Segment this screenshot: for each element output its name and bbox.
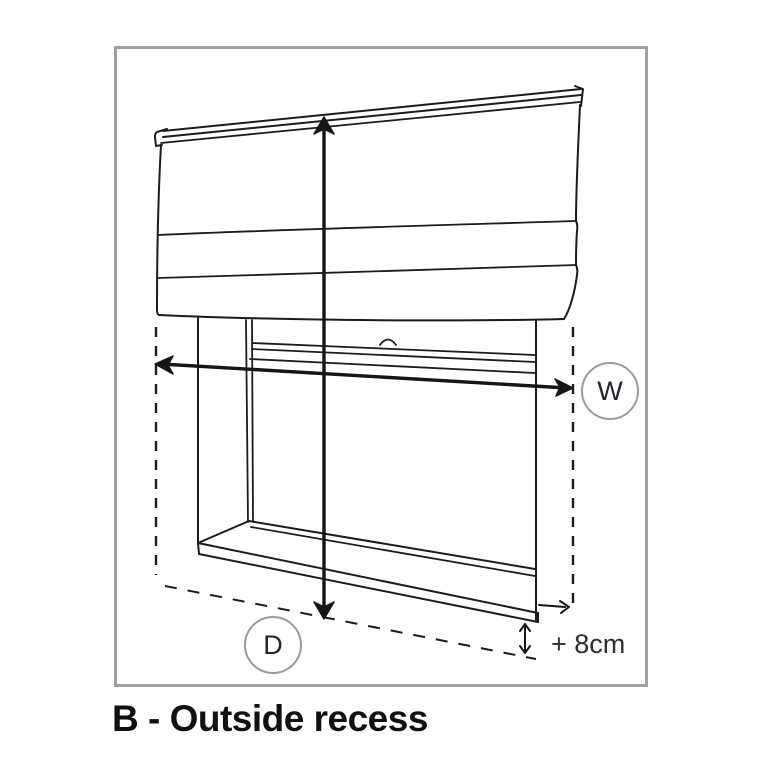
diagram-title: B - Outside recess bbox=[112, 698, 428, 739]
window-handle-icon bbox=[379, 338, 397, 346]
drop-label: D bbox=[263, 629, 283, 660]
drop-label-badge: D bbox=[244, 616, 302, 674]
headrail-right-cap bbox=[574, 85, 584, 107]
fold-line-upper bbox=[157, 220, 577, 236]
headrail-left-cap bbox=[154, 128, 168, 147]
window-sill bbox=[197, 520, 539, 623]
width-label: W bbox=[597, 375, 623, 406]
blind-headrail bbox=[154, 85, 584, 147]
blind-fabric bbox=[156, 104, 581, 322]
width-label-badge: W bbox=[581, 362, 639, 420]
width-arrow-icon bbox=[154, 355, 574, 397]
window-blind-illustration bbox=[154, 85, 584, 660]
extension-height-arrow-icon bbox=[519, 623, 531, 654]
fold-line-lower bbox=[157, 264, 577, 279]
extension-width-arrow-icon bbox=[538, 600, 570, 614]
extension-label: + 8cm bbox=[551, 629, 626, 659]
window-frame bbox=[197, 316, 537, 621]
drop-arrow-icon bbox=[313, 116, 335, 620]
blind-bottom-edge bbox=[158, 314, 565, 322]
diagram-frame: W D + 8cm bbox=[114, 46, 648, 687]
dashed-drop-extent-line bbox=[164, 585, 537, 660]
